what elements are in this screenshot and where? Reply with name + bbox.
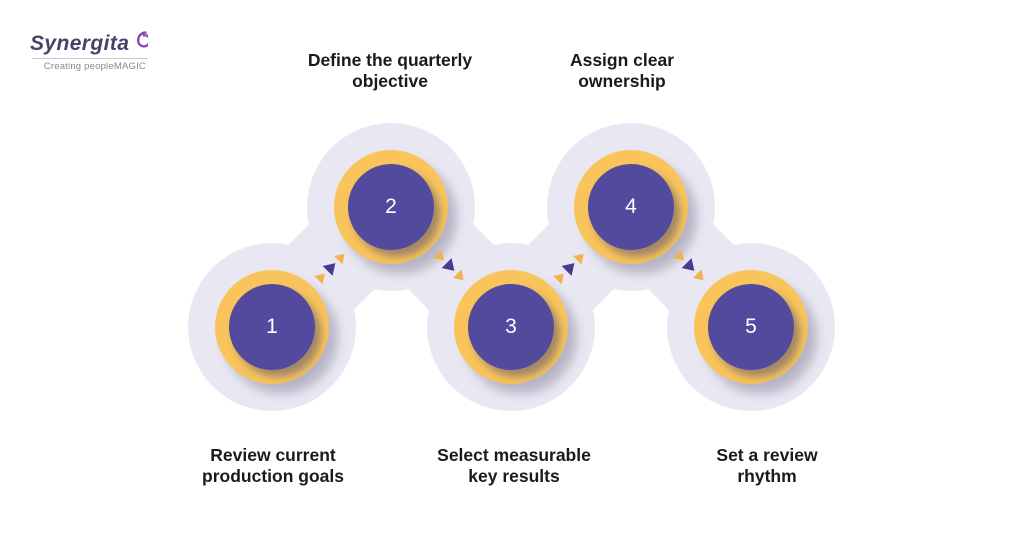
step-label-1: Review current production goals (153, 445, 393, 487)
step-circle-5: 5 (694, 270, 808, 384)
step-label-3-line2: key results (468, 466, 560, 486)
logo-tagline: Creating peopleMAGIC (43, 61, 146, 72)
step-number-4: 4 (625, 195, 637, 218)
step-label-1-line1: Review current (210, 445, 336, 465)
step-circle-4: 4 (574, 150, 688, 264)
step-label-5-line2: rhythm (737, 466, 797, 486)
synergita-logo: Synergita Creating peopleMAGIC (30, 31, 148, 72)
step-circle-1-inner: 1 (229, 284, 315, 370)
step-circle-5-inner: 5 (708, 284, 794, 370)
step-label-2-line1: Define the quarterly (307, 50, 473, 70)
logo-divider (32, 58, 148, 59)
step-label-4: Assign clear ownership (502, 50, 742, 92)
logo-swirl-icon (137, 31, 148, 48)
step-number-5: 5 (745, 315, 757, 338)
step-label-5: Set a review rhythm (647, 445, 887, 487)
step-number-1: 1 (266, 315, 278, 338)
step-circle-3: 3 (454, 270, 568, 384)
step-label-2-line2: objective (352, 71, 428, 91)
step-number-3: 3 (505, 315, 517, 338)
step-label-3-line1: Select measurable (437, 445, 591, 465)
step-label-3: Select measurable key results (394, 445, 634, 487)
step-circle-2-inner: 2 (348, 164, 434, 250)
step-circle-2: 2 (334, 150, 448, 264)
step-label-1-line2: production goals (202, 466, 344, 486)
logo-brand-text: Synergita (30, 32, 130, 55)
step-label-4-line1: Assign clear (569, 50, 675, 70)
step-number-2: 2 (385, 195, 397, 218)
logo-row: Synergita (30, 31, 148, 57)
step-label-2: Define the quarterly objective (270, 50, 510, 92)
step-circle-1: 1 (215, 270, 329, 384)
step-circle-4-inner: 4 (588, 164, 674, 250)
step-label-5-line1: Set a review (716, 445, 818, 465)
step-label-4-line2: ownership (578, 71, 666, 91)
step-circle-3-inner: 3 (468, 284, 554, 370)
